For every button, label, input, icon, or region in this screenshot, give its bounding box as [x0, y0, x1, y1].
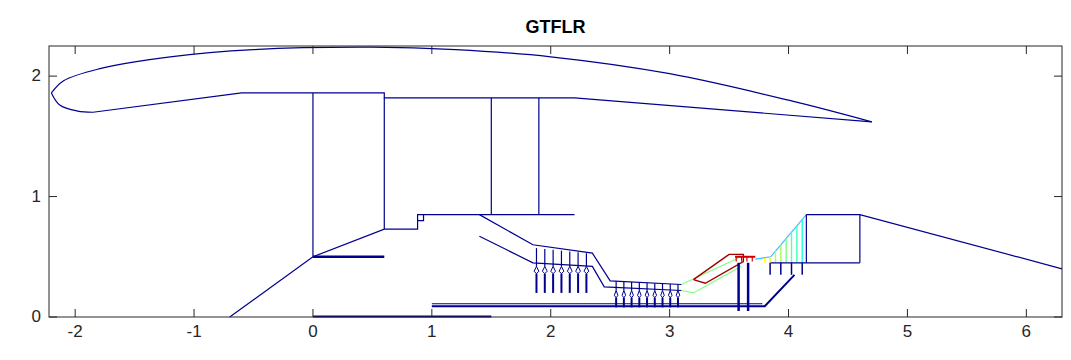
fan-hub	[313, 256, 384, 259]
axes-box	[49, 46, 1062, 317]
exhaust-strut	[859, 215, 860, 263]
tick-label: 0	[308, 322, 317, 342]
hpc-blade	[662, 284, 663, 291]
lpc-disc	[551, 266, 556, 273]
lpc-disc	[559, 266, 564, 273]
lpc-disc	[542, 266, 547, 273]
lpt-blade	[796, 226, 797, 263]
fan-stator	[384, 98, 385, 229]
lpt-disc	[791, 263, 793, 275]
fan-blade	[312, 93, 313, 257]
chart-title: GTFLR	[526, 17, 586, 38]
lpt-blade	[785, 238, 786, 262]
hpc-disc	[614, 291, 618, 298]
lpc-disc	[577, 274, 579, 293]
tick-label: 2	[546, 322, 555, 342]
core-casing	[479, 215, 681, 285]
lpc-disc	[567, 266, 572, 273]
hpc-blade	[623, 282, 624, 291]
hpc-blade	[677, 284, 678, 290]
hpt-blade	[746, 257, 747, 262]
tick-label: 2	[32, 66, 41, 86]
hpc-disc	[630, 291, 634, 298]
hpc-disc	[661, 291, 665, 298]
lpt-blade	[780, 245, 781, 263]
lpc-blade	[586, 253, 587, 266]
tick-label: 1	[32, 187, 41, 207]
hpt-blade	[752, 257, 753, 262]
core-hub	[479, 236, 681, 290]
tick-label: 6	[1022, 322, 1031, 342]
engine-geometry	[51, 47, 1062, 317]
tick-label: 1	[427, 322, 436, 342]
hpc-disc	[676, 291, 680, 298]
lpt-blade	[775, 251, 776, 263]
lpt-blade	[764, 258, 765, 263]
lpt-blade	[802, 219, 803, 262]
tick-marks	[49, 46, 1062, 317]
tick-label: -2	[68, 322, 83, 342]
hpt-blade	[736, 257, 737, 262]
exhaust-strut	[806, 215, 807, 263]
hpt-disc	[737, 263, 740, 311]
lpc-disc	[585, 274, 587, 293]
bypass-strut	[538, 98, 539, 215]
hpt-disc	[747, 263, 750, 311]
hpc-blade	[639, 282, 640, 290]
lpc-blade	[544, 249, 545, 266]
lpc-disc	[534, 266, 539, 273]
core-plug	[771, 262, 860, 263]
lpt-blade	[769, 257, 770, 262]
nacelle-inner	[93, 93, 872, 122]
lpc-disc	[560, 274, 562, 293]
hpc-blade	[631, 282, 632, 291]
shaft	[432, 303, 763, 304]
hpc-disc	[653, 291, 657, 298]
hpc-disc	[622, 291, 626, 298]
splitter	[424, 214, 575, 215]
lpc-blade	[536, 248, 537, 266]
nozzle	[806, 215, 1062, 269]
bypass-strut	[491, 98, 492, 215]
lpc-blade	[553, 250, 554, 267]
tick-label: 5	[903, 322, 912, 342]
lpt-disc	[769, 263, 771, 275]
lpt-disc	[780, 263, 782, 275]
tick-label: 4	[784, 322, 793, 342]
lpc-disc	[535, 274, 537, 293]
hpc-blade	[654, 283, 655, 290]
tick-label: -1	[186, 322, 201, 342]
lpc-disc	[576, 266, 581, 273]
lpc-blade	[561, 251, 562, 267]
hpc-disc	[645, 291, 649, 298]
hpc-blade	[616, 281, 617, 290]
nacelle	[51, 47, 871, 122]
tick-label: 3	[665, 322, 674, 342]
shaft	[432, 275, 795, 306]
nacelle-lip	[51, 93, 93, 112]
lpc-disc	[584, 266, 589, 273]
hpt-blade	[741, 257, 742, 262]
hpc-disc	[638, 291, 642, 298]
lpc-blade	[569, 251, 570, 266]
combustor	[693, 254, 743, 283]
lpc-blade	[577, 252, 578, 266]
spinner	[230, 215, 424, 317]
hpc-disc	[668, 291, 672, 298]
lpc-disc	[544, 274, 546, 293]
lpt-blade	[791, 232, 792, 263]
lpc-disc	[569, 274, 571, 293]
hpc-blade	[646, 283, 647, 291]
hpc-blade	[670, 284, 671, 291]
tick-label: 0	[32, 307, 41, 327]
lpc-disc	[552, 274, 554, 293]
lpt-disc	[801, 263, 803, 275]
